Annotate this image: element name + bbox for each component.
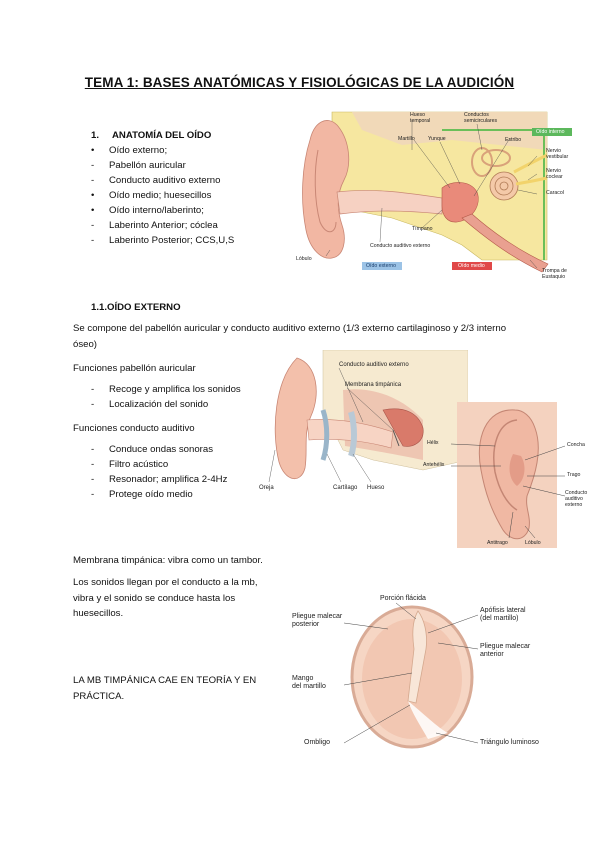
conducto-list-marker: - [91,459,95,470]
fig2-hueso-label: Hueso [367,485,385,491]
fig4-pliegue-ant-label: Pliegue malecar anterior [480,643,531,658]
fig2-oreja-label: Oreja [259,485,274,491]
section1-list-marker: • [91,205,95,216]
conducto-list-text: Protege oído medio [109,489,193,500]
legend-oido-medio-swatch [452,262,492,270]
fig3-concha-label: Concha [567,442,585,448]
fig4-porcion-label: Porción flácida [380,595,426,602]
section11-intro: Se compone del pabellón auricular y cond… [73,323,507,350]
section1-list-text: Laberinto Anterior; cóclea [109,220,218,231]
section1-list-item: - Conducto auditivo externo [91,173,281,188]
section1-list-text: Oído medio; huesecillos [109,190,212,201]
label-estribo: Estribo [505,137,522,143]
external-ear-svg [268,350,468,483]
section1-list-item: • Oído medio; huesecillos [91,188,281,203]
section1-list-item: - Laberinto Posterior; CCS,U,S [91,233,281,248]
fig2-conducto-label: Conducto auditivo externo [339,362,409,368]
section1-list-marker: - [91,175,95,186]
pabellon-list-marker: - [91,399,95,410]
pabellon-list: - Recoge y amplifica los sonidos - Localiza… [91,382,271,412]
ear-anatomy-svg [292,110,580,280]
conducto-list-item: - Resonador; amplifica 2-4Hz [91,472,271,487]
section1-list-item: - Laberinto Anterior; cóclea [91,218,281,233]
label-nervio-coclear: Nervio coclear [546,168,563,180]
conducto-list-item: - Protege oído medio [91,487,271,502]
label-nervio-vestibular: Nervio vestibular [546,148,569,160]
membrana-p1: Membrana timpánica: vibra como un tambor… [73,555,263,566]
label-oido-externo: Oído externo [366,263,396,269]
conducto-list: - Conduce ondas sonoras - Filtro acústico - R… [91,442,271,502]
fig3-trago-label: Trago [567,472,581,478]
fig4-pliegue-post-label: Pliegue malecar posterior [292,613,343,628]
auricle-svg [450,402,566,548]
pabellon-list-item: - Localización del sonido [91,397,271,412]
label-martillo: Martillo [398,136,415,142]
conducto-list-marker: - [91,474,95,485]
membrana-p2: Los sonidos llegan por el conducto a la … [73,577,258,619]
membrana-p3: LA MB TIMPÁNICA CAE EN TEORÍA Y EN PRÁCT… [73,675,257,702]
fig4-triangulo-label: Triángulo luminoso [480,739,539,746]
fig3-conducto-label: Conducto auditivo externo [565,490,588,508]
conducto-list-text: Resonador; amplifica 2-4Hz [109,474,228,485]
conducto-list-marker: - [91,489,95,500]
label-lobulo: Lóbulo [296,256,312,262]
fig3-helix-label: Hélix [427,440,439,446]
fig2-cartilago-label: Cartílago [333,485,358,491]
section1-list-marker: - [91,160,95,171]
legend-oido-externo-swatch [362,262,402,270]
fig3-antitrago-label: Antitrago [487,540,508,546]
fig3-antehelix-label: Antehélix [423,462,445,468]
fig3-lobulo-label: Lóbulo [525,540,541,546]
auricle-figure: Hélix Antehélix Concha Trago Conducto au… [423,400,593,550]
section1-list-text: Conducto auditivo externo [109,175,221,186]
section1-number: 1. [91,130,100,141]
section1-heading: 1. ANATOMÍA DEL OÍDO [91,128,211,144]
legend-oido-interno-swatch [532,128,572,136]
conducto-heading: Funciones conducto auditivo [73,423,195,434]
section1-list-text: Pabellón auricular [109,160,186,171]
tympanic-membrane-svg [343,602,479,749]
pabellon-list-text: Localización del sonido [109,399,209,410]
conducto-list-text: Conduce ondas sonoras [109,444,214,455]
fig2-membrana-label: Membrana timpánica [345,382,402,388]
fig4-ombligo-label: Ombligo [304,739,331,746]
label-oido-interno: Oído interno [536,129,565,135]
section1-list-item: • Oído externo; [91,143,281,158]
page-title: TEMA 1: BASES ANATÓMICAS Y FISIOLÓGICAS … [84,75,515,90]
section1-list-text: Oído externo; [109,145,168,156]
section1-list-marker: • [91,145,95,156]
conducto-list-item: - Conduce ondas sonoras [91,442,271,457]
section1-list-item: - Pabellón auricular [91,158,281,173]
label-caracol: Caracol [546,190,564,196]
pabellon-list-text: Recoge y amplifica los sonidos [109,384,241,395]
section11-heading: 1.1.OÍDO EXTERNO [91,302,181,313]
section1-list-marker: - [91,220,95,231]
section1-list-marker: • [91,190,95,201]
pabellon-list-item: - Recoge y amplifica los sonidos [91,382,271,397]
conducto-list-text: Filtro acústico [109,459,169,470]
label-conductos: Conductos semicirculares [464,112,498,124]
fig4-mango-label: Mango del martillo [292,675,326,690]
section1-list-text: Laberinto Posterior; CCS,U,S [109,235,235,246]
section1-title: ANATOMÍA DEL OÍDO [112,130,212,141]
conducto-list-item: - Filtro acústico [91,457,271,472]
pabellon-heading: Funciones pabellón auricular [73,363,196,374]
label-yunque: Yunque [428,136,446,142]
section1-list: • Oído externo; - Pabellón auricular - Conduc… [91,143,281,248]
label-hueso-temporal: Hueso temporal [410,112,431,124]
section1-list-marker: - [91,235,95,246]
tympanic-membrane-figure: Porción flácida Pliegue malecar posterio… [288,593,568,753]
pabellon-list-marker: - [91,384,95,395]
fig4-apofisis-label: Apófisis lateral (del martillo) [480,607,526,622]
label-conducto-auditivo: Conducto auditivo externo [370,243,431,249]
section1-list-text: Oído interno/laberinto; [109,205,204,216]
conducto-list-marker: - [91,444,95,455]
label-timpano: Tímpano [412,226,433,232]
ear-anatomy-figure: Hueso temporal Conductos semicirculares … [292,110,580,280]
external-ear-figure: Conducto auditivo externo Membrana timpá… [253,350,468,500]
label-oido-medio: Oído medio [458,263,485,269]
label-trompa: Trompa de Eustaquio [542,268,567,280]
section1-list-item: • Oído interno/laberinto; [91,203,281,218]
